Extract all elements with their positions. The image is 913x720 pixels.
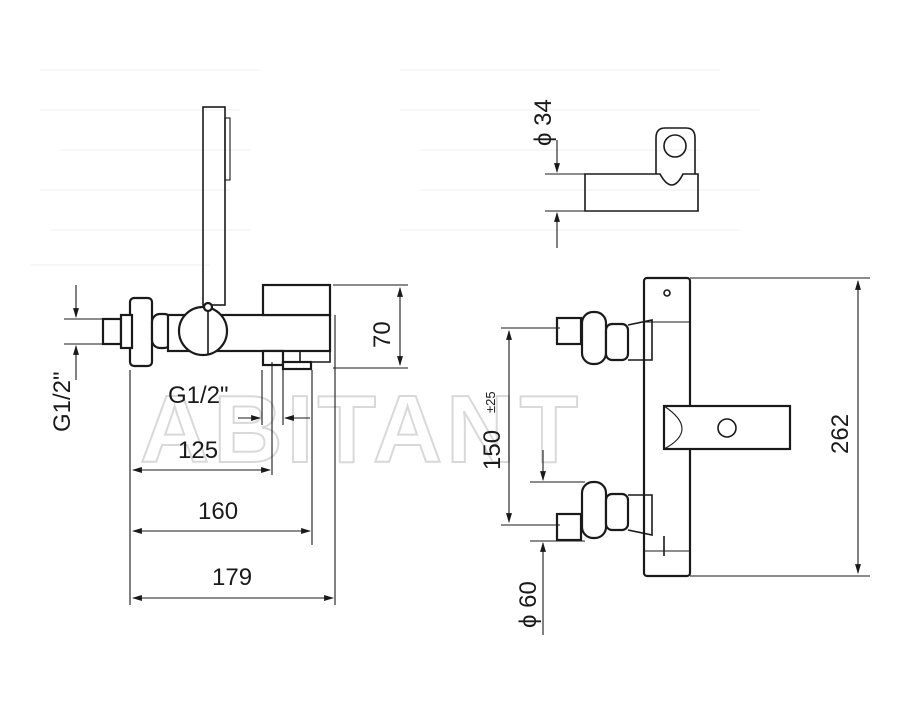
inlet-nut <box>119 313 134 350</box>
hand-shower-nozzle <box>224 117 231 181</box>
mixer-knob <box>177 305 229 357</box>
upper-arm <box>627 319 653 361</box>
holder-cup <box>655 127 696 174</box>
spout-outlet-right <box>299 351 331 363</box>
dim-label-262: 262 <box>827 414 854 454</box>
holder-arm <box>584 173 699 212</box>
dim-label-g12-outlet: G1/2" <box>168 382 229 409</box>
lever-curve <box>663 405 683 450</box>
lower-arm <box>627 494 653 536</box>
dim-label-150: 150 <box>479 430 506 470</box>
background-texture <box>30 69 760 266</box>
dim-label-150-tolerance: ±25 <box>483 391 498 413</box>
lower-inlet <box>555 512 583 542</box>
front-view: 150 ±25 ϕ 60 262 <box>479 276 870 635</box>
lower-nut <box>604 492 630 532</box>
body-screw-top <box>663 289 671 297</box>
holder-view: ϕ 34 <box>530 99 699 248</box>
dim-label-179: 179 <box>212 564 252 591</box>
spout-lever <box>261 283 332 317</box>
side-view: G1/2" 125 160 179 G1/2" 70 <box>49 106 408 605</box>
lever-hole <box>717 418 737 438</box>
dim-label-125: 125 <box>178 437 218 464</box>
spout-tip <box>281 360 313 371</box>
inlet-fitting <box>101 317 123 346</box>
upper-rosette <box>580 310 608 366</box>
spout-outlet-left <box>261 349 285 367</box>
wall-rosette <box>128 296 154 368</box>
dim-label-d60: ϕ 60 <box>515 581 542 628</box>
holder-ring <box>663 134 687 158</box>
upper-nut <box>604 322 630 362</box>
dim-label-g12-inlet: G1/2" <box>49 371 76 432</box>
dim-label-160: 160 <box>198 498 238 525</box>
dim-label-d34: ϕ 34 <box>530 99 557 146</box>
hand-shower-body <box>202 106 226 306</box>
knob-cap <box>202 301 214 313</box>
lower-rosette <box>580 480 608 540</box>
lever-body <box>662 404 792 451</box>
upper-inlet <box>555 316 583 346</box>
dim-label-70: 70 <box>369 321 396 348</box>
watermark-text: ABITANT <box>140 376 582 483</box>
